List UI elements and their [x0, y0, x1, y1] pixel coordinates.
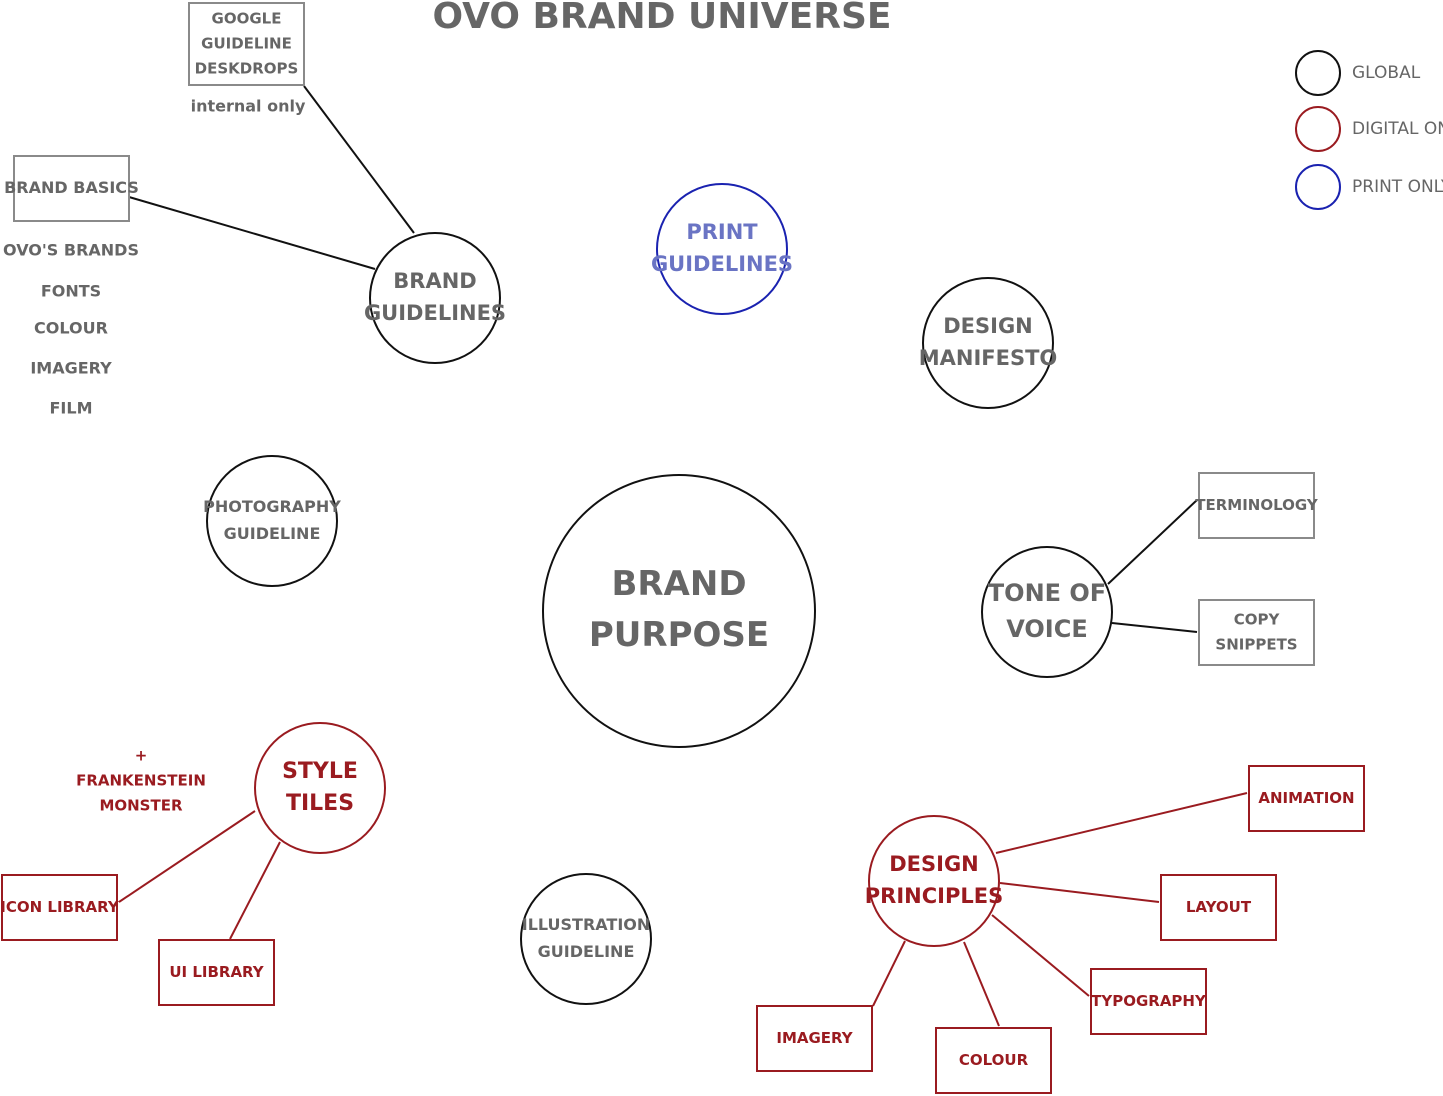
frankenstein-note: MONSTER — [99, 797, 183, 815]
animation-label-line: ANIMATION — [1258, 789, 1354, 807]
connectors — [118, 85, 1248, 1027]
illustration-guideline-label-line: ILLUSTRATION — [522, 915, 651, 934]
design-principles-label-line: PRINCIPLES — [865, 884, 1003, 908]
tone-of-voice-node — [981, 546, 1113, 678]
internal-only-note: internal only — [191, 97, 306, 116]
google-guideline-label-line: GUIDELINE — [201, 35, 292, 53]
legend-global-label: GLOBAL — [1352, 63, 1421, 83]
legend-digital-label: DIGITAL ONLY — [1352, 119, 1443, 139]
brand-basics-box — [13, 155, 130, 222]
layout-label-line: LAYOUT — [1186, 898, 1252, 916]
legend-print-label: PRINT ONLY — [1352, 177, 1443, 197]
terminology-label-line: TERMINOLOGY — [1195, 496, 1319, 514]
style-tiles-label-line: STYLE — [282, 759, 358, 784]
google-guideline-box — [188, 2, 305, 86]
tone-of-voice-label-line: VOICE — [1006, 615, 1088, 643]
tone-of-voice-label-line: TONE OF — [988, 579, 1106, 607]
brand-purpose-label-line: PURPOSE — [589, 615, 769, 655]
legend-digital-swatch — [1295, 106, 1341, 152]
edge-principles-typography — [991, 914, 1090, 997]
print-guidelines-node — [656, 183, 788, 315]
photography-guideline-label-line: GUIDELINE — [224, 524, 321, 543]
legend-print-swatch — [1295, 164, 1341, 210]
animation-box — [1248, 765, 1365, 832]
typography-label-line: TYPOGRAPHY — [1091, 992, 1207, 1010]
colour-label-line: COLOUR — [959, 1051, 1029, 1069]
edge-tiles-icons — [118, 810, 256, 903]
design-principles-node — [868, 815, 1000, 947]
layout-box — [1160, 874, 1277, 941]
imagery-label-line: IMAGERY — [776, 1029, 853, 1047]
edge-principles-layout — [999, 882, 1160, 903]
style-tiles-node — [254, 722, 386, 854]
brand-guidelines-node — [369, 232, 501, 364]
edge-basics-brand — [128, 196, 376, 270]
frankenstein-note: + — [135, 747, 148, 765]
edge-tiles-ui — [229, 841, 281, 940]
ui-library-label-line: UI LIBRARY — [169, 963, 264, 981]
google-guideline-label-line: DESKDROPS — [195, 60, 299, 78]
brand-basics-list-item: FILM — [50, 399, 93, 418]
diagram-labels: OVO BRAND UNIVERSE BRAND PURPOSE BRAND GUIDE… — [0, 0, 1443, 1069]
edge-terminology-tone — [1107, 499, 1198, 585]
page-title: OVO BRAND UNIVERSE — [432, 0, 891, 37]
edge-snippets-tone — [1111, 622, 1198, 633]
style-tiles-label-line: TILES — [286, 791, 354, 816]
brand-basics-list-item: OVO'S BRANDS — [3, 241, 139, 260]
brand-guidelines-label-line: GUIDELINES — [364, 301, 506, 325]
design-manifesto-label-line: DESIGN — [943, 314, 1033, 338]
copy-snippets-label-line: SNIPPETS — [1215, 636, 1297, 654]
brand-purpose-node — [542, 474, 816, 748]
edge-principles-imagery — [872, 940, 906, 1007]
copy-snippets-label-line: COPY — [1234, 611, 1281, 629]
illustration-guideline-node — [520, 873, 652, 1005]
icon-library-box — [1, 874, 118, 941]
edge-principles-colour — [963, 941, 1000, 1027]
photography-guideline-node — [206, 455, 338, 587]
brand-basics-label-line: BRAND BASICS — [4, 178, 139, 197]
brand-basics-list-item: FONTS — [41, 282, 101, 301]
copy-snippets-box — [1198, 599, 1315, 666]
frankenstein-note: FRANKENSTEIN — [76, 772, 206, 790]
brand-basics-list-item: COLOUR — [34, 319, 108, 338]
design-manifesto-node — [922, 277, 1054, 409]
imagery-box — [756, 1005, 873, 1072]
terminology-box — [1198, 472, 1315, 539]
print-guidelines-label-line: PRINT — [686, 220, 758, 244]
design-manifesto-label-line: MANIFESTO — [919, 346, 1058, 370]
design-principles-label-line: DESIGN — [889, 852, 979, 876]
edge-principles-animation — [995, 792, 1248, 854]
illustration-guideline-label-line: GUIDELINE — [538, 942, 635, 961]
brand-basics-list-item: IMAGERY — [30, 359, 112, 378]
typography-box — [1090, 968, 1207, 1035]
brand-purpose-label-line: BRAND — [611, 564, 746, 604]
photography-guideline-label-line: PHOTOGRAPHY — [203, 497, 341, 516]
diagram-shapes — [1, 2, 1365, 1094]
icon-library-label-line: ICON LIBRARY — [0, 898, 120, 916]
google-guideline-label-line: GOOGLE — [212, 10, 282, 28]
legend-global-swatch — [1295, 50, 1341, 96]
print-guidelines-label-line: GUIDELINES — [651, 252, 793, 276]
ui-library-box — [158, 939, 275, 1006]
edge-google-brand — [303, 85, 415, 234]
colour-box — [935, 1027, 1052, 1094]
brand-guidelines-label-line: BRAND — [393, 269, 476, 293]
